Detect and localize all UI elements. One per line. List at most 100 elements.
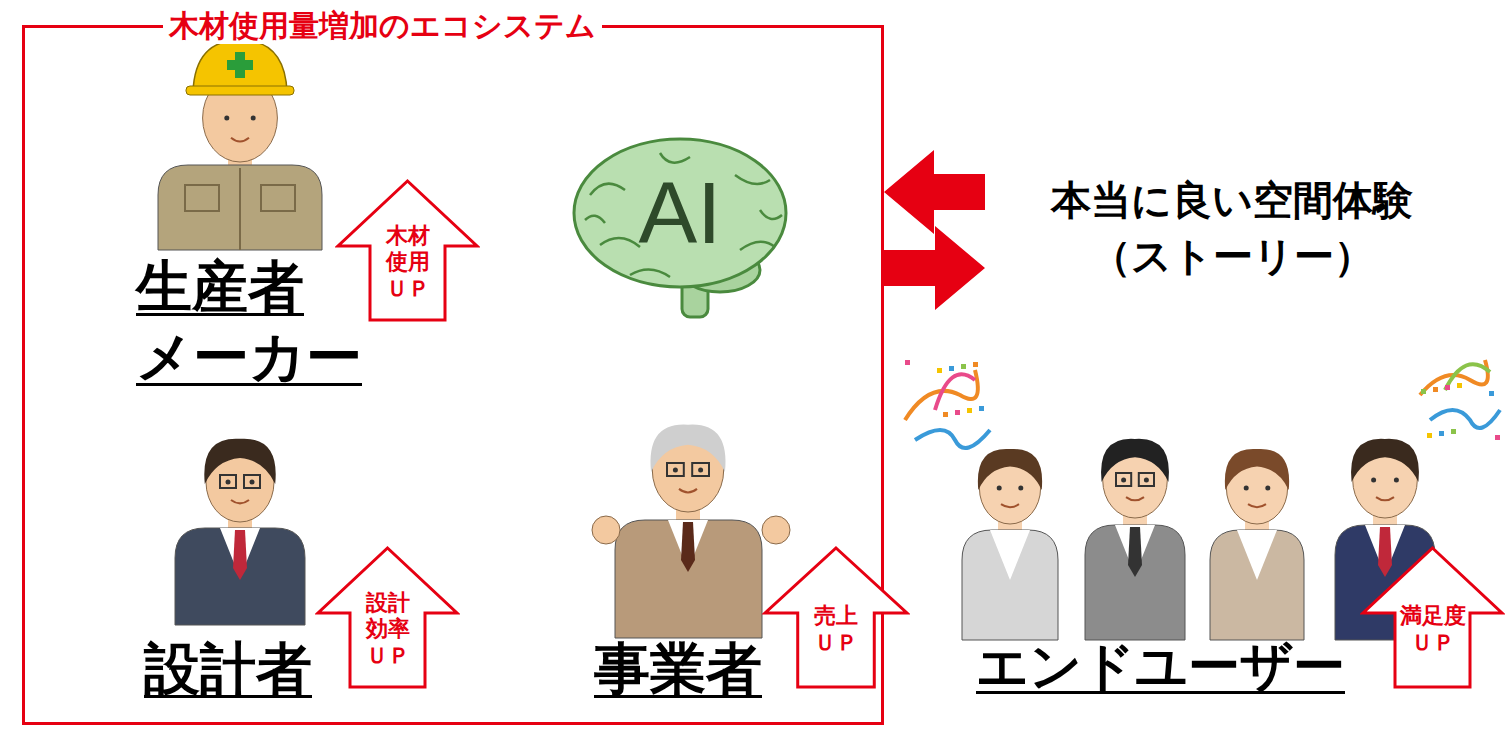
confetti-piece <box>1457 383 1462 388</box>
end-user-label: エンドユーザー <box>972 632 1361 712</box>
node-text: 事業者 <box>590 632 804 706</box>
mouth <box>1248 504 1266 507</box>
glasses <box>1116 473 1131 486</box>
eye <box>1244 486 1249 491</box>
hair <box>204 439 275 484</box>
confetti-piece <box>949 366 954 371</box>
body <box>1210 530 1304 640</box>
body <box>962 530 1058 640</box>
ecosystem-frame: 木材使用量増加のエコシステム生産者 メーカー木材 使用 ＵＰAI設計者設計 効率… <box>22 25 884 725</box>
tie <box>233 530 247 580</box>
hair <box>978 449 1042 490</box>
helmet <box>193 40 287 92</box>
body <box>158 165 322 250</box>
streamer <box>905 370 978 420</box>
streamer <box>1430 410 1500 428</box>
glasses <box>220 475 236 488</box>
confetti-piece <box>1495 435 1500 440</box>
glasses <box>692 463 709 476</box>
eye <box>1144 478 1149 483</box>
mouth <box>231 500 249 503</box>
tie <box>1128 527 1142 577</box>
node-text: 設計者 <box>140 632 344 706</box>
mouth <box>231 138 249 142</box>
block-arrow <box>884 150 985 234</box>
confetti <box>905 360 1500 448</box>
pocket <box>261 185 295 211</box>
node-text: 生産者 メーカー <box>132 250 406 394</box>
worker-figure <box>158 40 322 250</box>
eye <box>224 116 229 121</box>
helmet-brim <box>186 86 294 95</box>
hair <box>1101 439 1169 482</box>
streamer <box>1445 364 1490 390</box>
frame-title: 木材使用量増加のエコシステム <box>163 8 602 44</box>
mouth <box>1376 497 1394 500</box>
streamer <box>915 430 990 448</box>
node-text: 満足度 ＵＰ <box>1397 603 1469 656</box>
brain-fold <box>600 238 640 247</box>
up-arrow-shape <box>318 548 457 687</box>
node-text: AI <box>638 169 721 257</box>
shirt <box>1237 530 1277 580</box>
eye <box>698 468 703 473</box>
business-figure <box>592 424 790 638</box>
eye <box>1371 478 1376 483</box>
body <box>175 528 305 625</box>
up-arrow-badge: 満足度 ＵＰ <box>1360 545 1505 690</box>
confetti-piece <box>1445 385 1450 390</box>
story-text-box: 本当に良い空間体験 （ストーリー） <box>985 165 1479 290</box>
confetti-piece <box>943 412 948 417</box>
ai-brain: AI <box>570 135 790 320</box>
hand <box>762 516 790 544</box>
brain-fold <box>760 210 782 219</box>
body <box>615 520 762 638</box>
confetti-piece <box>961 364 966 369</box>
business-label: 事業者 <box>590 632 804 712</box>
eye <box>673 468 678 473</box>
confetti-piece <box>1451 429 1456 434</box>
brain-fold <box>660 153 690 163</box>
node-text: 木材 使用 ＵＰ <box>372 223 444 302</box>
designer-label: 設計者 <box>140 632 344 712</box>
eye <box>997 486 1002 491</box>
confetti-piece <box>967 408 972 413</box>
up-arrow-shape <box>1363 548 1502 687</box>
confetti-piece <box>1433 387 1438 392</box>
block-arrow <box>884 226 985 310</box>
shirt <box>990 530 1030 580</box>
hand <box>592 516 620 544</box>
eye <box>1121 478 1126 483</box>
up-arrow-shape <box>765 548 907 687</box>
node-text: 本当に良い空間体験 （ストーリー） <box>985 168 1479 288</box>
eye <box>226 480 231 485</box>
tie <box>681 522 695 572</box>
glasses <box>244 475 260 488</box>
hair <box>651 424 726 472</box>
confetti-piece <box>1427 433 1432 438</box>
pocket <box>185 185 219 211</box>
brain-fold <box>740 242 775 250</box>
eye <box>251 116 256 121</box>
confetti-piece <box>905 360 910 365</box>
uniform-seam <box>239 168 241 250</box>
end-user-figure <box>1085 439 1185 640</box>
cerebrum <box>574 139 786 287</box>
brain-fold <box>630 269 670 277</box>
streamer <box>935 374 975 410</box>
eye <box>250 480 255 485</box>
confetti-piece <box>1489 391 1494 396</box>
up-arrow-badge: 売上 ＵＰ <box>762 545 910 690</box>
glasses <box>1139 473 1154 486</box>
confetti-piece <box>955 410 960 415</box>
up-arrow-badge: 木材 使用 ＵＰ <box>335 178 480 323</box>
eye <box>1265 486 1270 491</box>
node-text: エンドユーザー <box>972 632 1361 701</box>
mouth <box>1126 497 1144 500</box>
confetti-piece <box>937 368 942 373</box>
confetti-piece <box>1439 431 1444 436</box>
brain-fold <box>735 175 770 184</box>
mouth <box>1001 504 1019 507</box>
mouth <box>679 489 697 493</box>
